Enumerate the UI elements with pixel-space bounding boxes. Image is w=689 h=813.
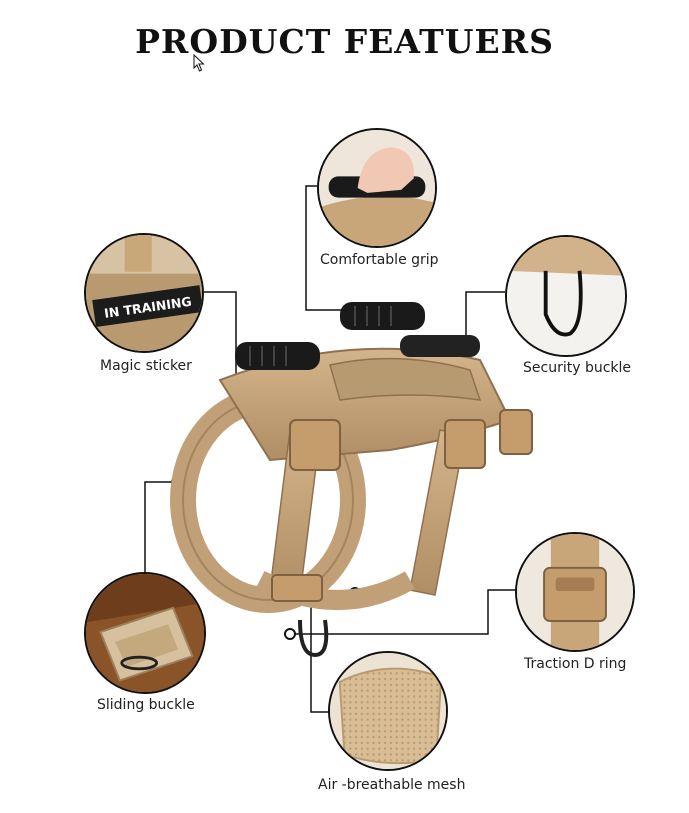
security-buckle-photo	[505, 235, 627, 357]
magic-sticker-label: Magic sticker	[100, 358, 192, 374]
comfortable-grip-photo	[317, 128, 437, 248]
traction-d-ring-photo	[515, 532, 635, 652]
magic-sticker-photo: IN TRAINING	[84, 233, 204, 353]
sliding-buckle-label: Sliding buckle	[97, 697, 195, 713]
security-buckle-label: Security buckle	[523, 360, 632, 376]
breathable-mesh-photo	[328, 651, 448, 771]
comfortable-grip-label: Comfortable grip	[320, 252, 439, 268]
breathable-mesh-label: Air -breathable mesh	[318, 777, 466, 793]
dog-harness-image	[170, 302, 533, 658]
traction-d-ring-label: Traction D ring	[524, 656, 627, 672]
sliding-buckle-photo	[84, 572, 206, 694]
page-title: PRODUCT FEATUERS	[135, 22, 554, 61]
mouse-cursor-icon	[193, 54, 205, 72]
